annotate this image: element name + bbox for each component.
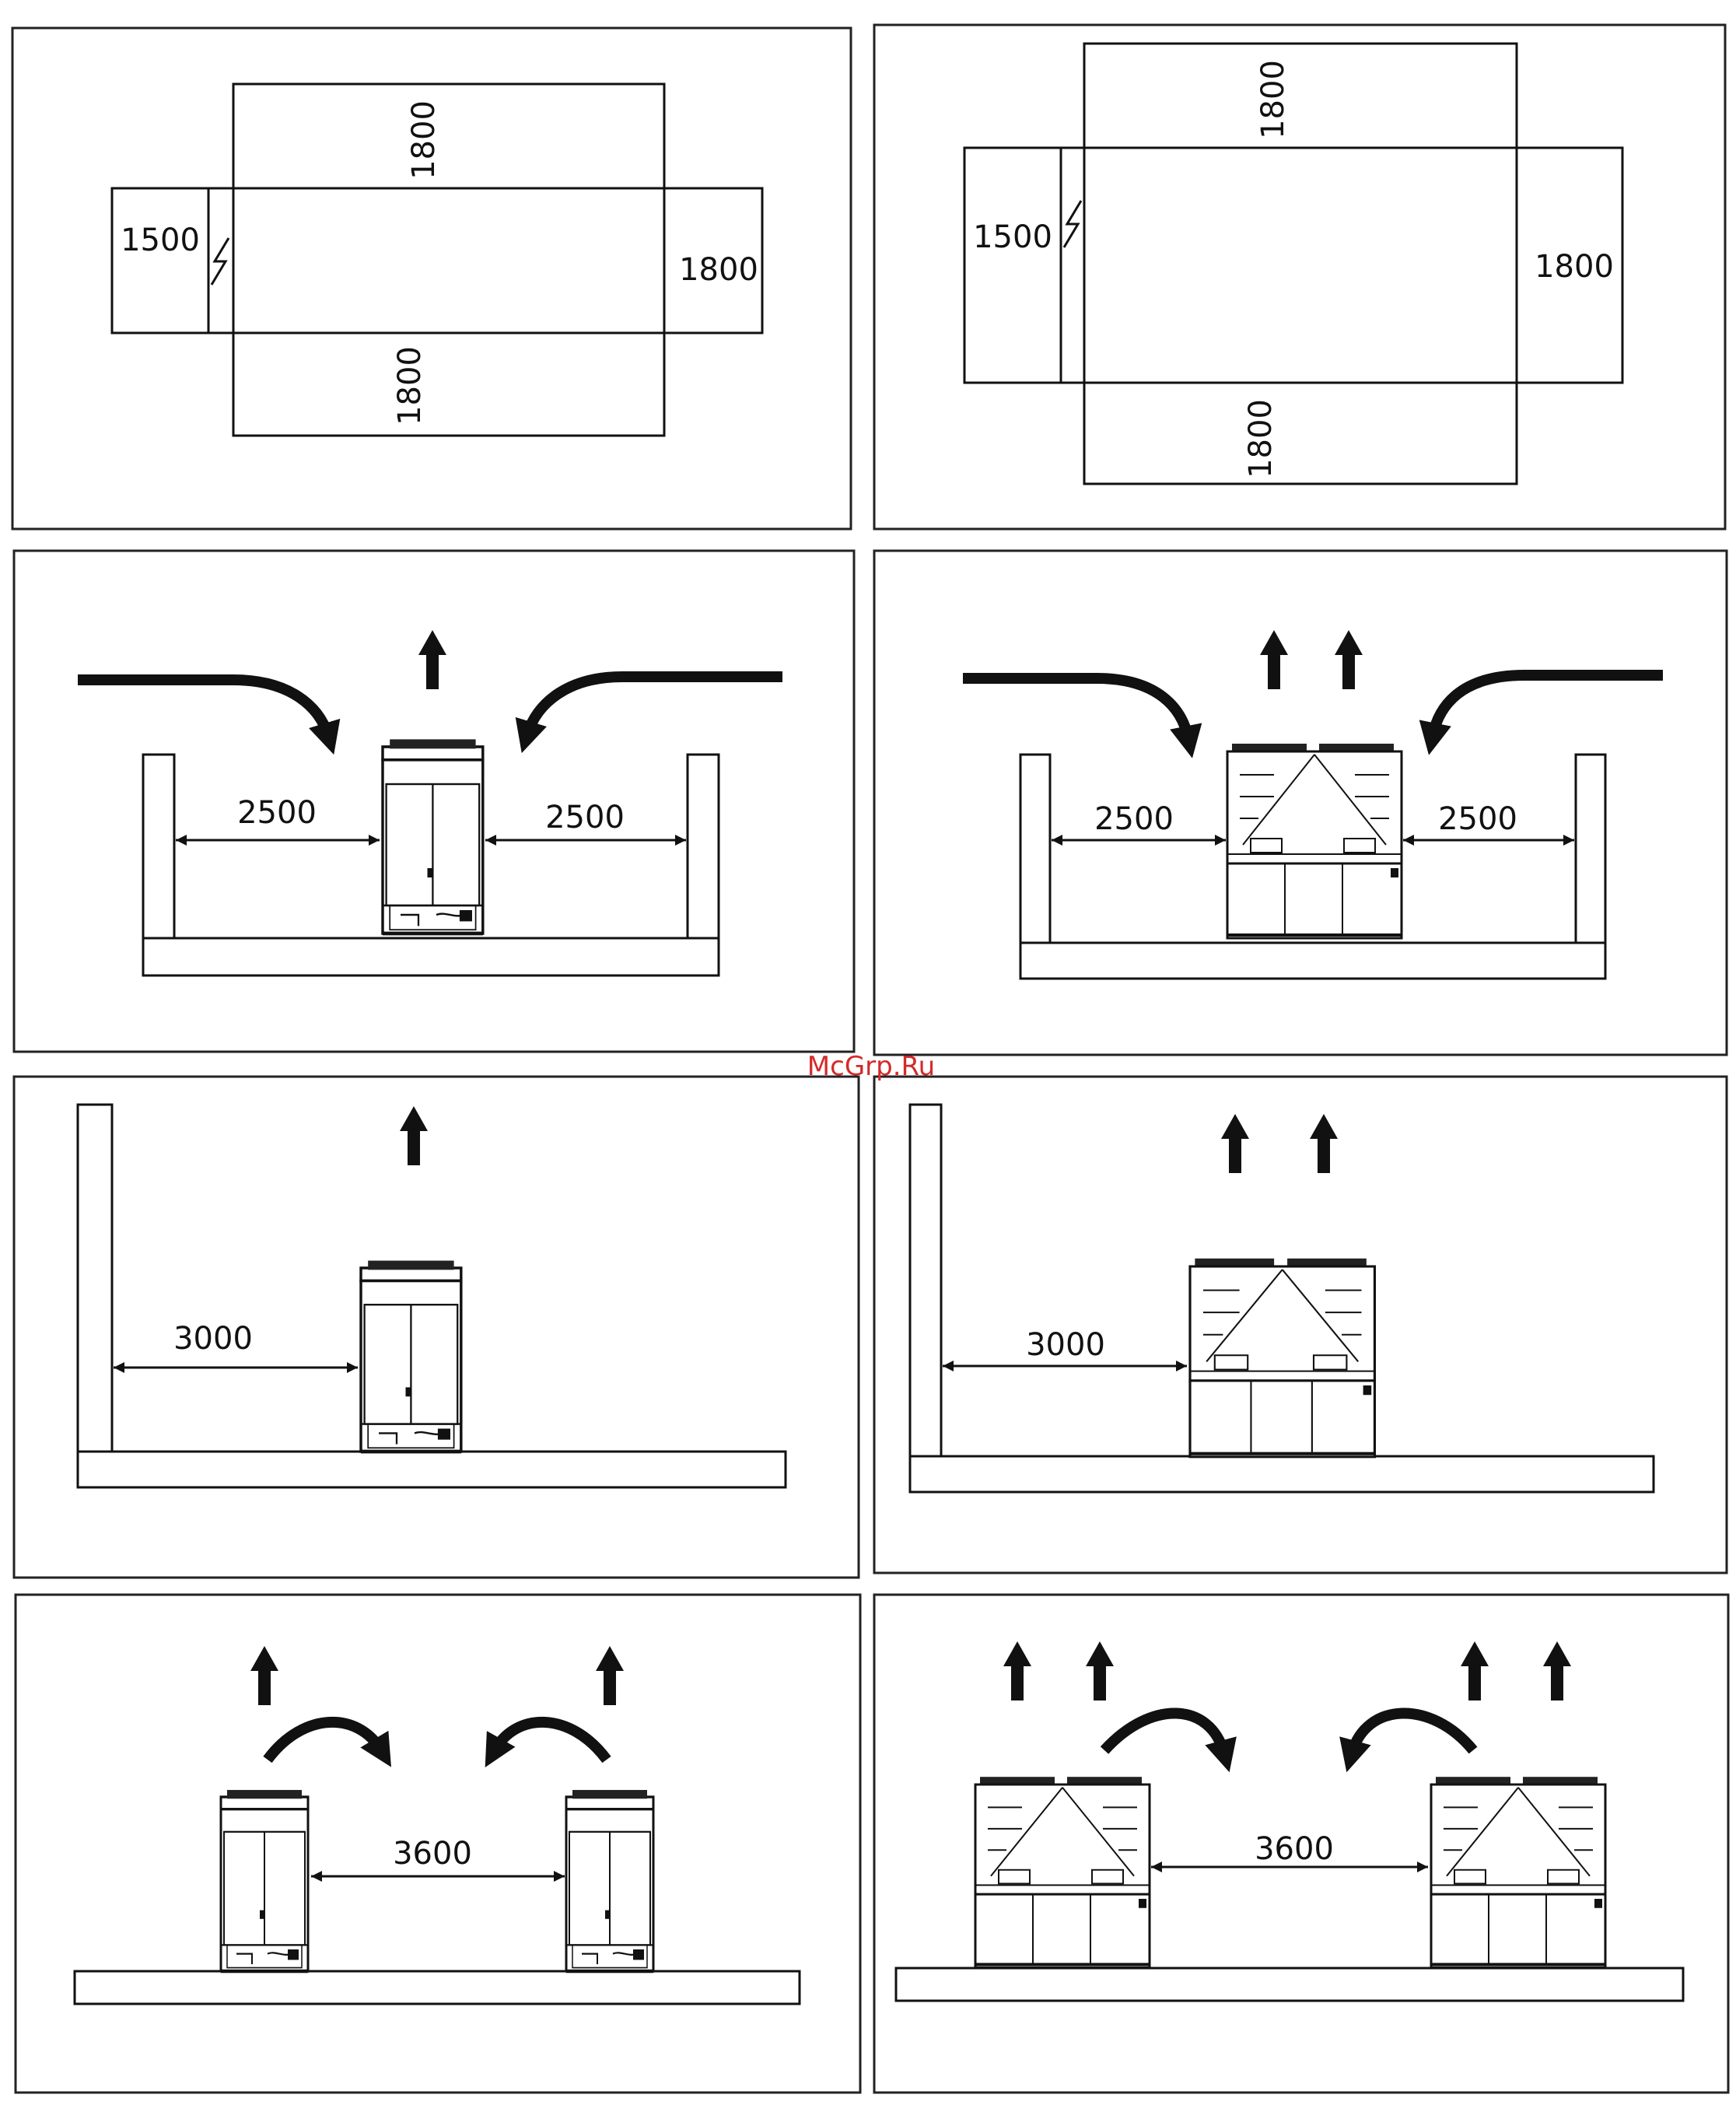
panel-6-wall-twin: 3000	[874, 1077, 1727, 1573]
dim-right: 2500	[1438, 801, 1517, 837]
curved-airflow-arrow-icon	[963, 678, 1188, 739]
watermark-text: McGrp.Ru	[807, 1051, 935, 1082]
airflow-up-arrow-icon	[1543, 1641, 1571, 1700]
dim-left: 2500	[1094, 801, 1174, 837]
dim-between: 3600	[1255, 1831, 1334, 1867]
panel-1-plan-single: 1500 1800 1800 1800	[12, 28, 851, 529]
dim-wall: 3000	[173, 1321, 253, 1357]
curved-airflow-arrow-icon	[495, 1722, 607, 1760]
panel-3-pit-single: 2500 2500	[14, 551, 854, 1052]
dim-left: 1500	[973, 219, 1052, 255]
dim-right: 1800	[1535, 249, 1614, 285]
curved-airflow-arrow-icon	[527, 677, 782, 734]
airflow-up-arrow-icon	[1310, 1114, 1338, 1173]
electrical-symbol-icon	[1064, 201, 1081, 247]
airflow-up-arrow-icon	[418, 630, 446, 689]
airflow-up-arrow-icon	[1461, 1641, 1489, 1700]
curved-airflow-arrow-icon	[1433, 675, 1663, 736]
dim-top: 1800	[406, 100, 442, 180]
dim-right: 2500	[545, 800, 625, 835]
curved-airflow-arrow-icon	[78, 680, 328, 736]
curved-airflow-arrow-icon	[1352, 1713, 1473, 1753]
dim-wall: 3000	[1026, 1327, 1105, 1363]
airflow-up-arrow-icon	[596, 1646, 624, 1705]
curved-airflow-arrow-icon	[1104, 1713, 1224, 1753]
airflow-up-arrow-icon	[250, 1646, 278, 1705]
dim-right: 1800	[679, 252, 758, 288]
electrical-symbol-icon	[212, 238, 229, 285]
panel-5-wall-single: 3000	[14, 1077, 859, 1578]
dim-between: 3600	[393, 1836, 472, 1872]
panel-7-two-single-units: 3600	[16, 1595, 860, 2093]
dim-bottom: 1800	[392, 346, 428, 426]
dim-bottom: 1800	[1243, 399, 1279, 478]
airflow-up-arrow-icon	[1221, 1114, 1249, 1173]
dim-left: 1500	[121, 222, 200, 258]
airflow-up-arrow-icon	[400, 1106, 428, 1165]
airflow-up-arrow-icon	[1003, 1641, 1031, 1700]
panel-4-pit-twin: 2500 2500	[874, 551, 1727, 1055]
panel-2-plan-twin: 1500 1800 1800 1800	[874, 25, 1725, 529]
panel-8-two-twin-units: 3600	[874, 1595, 1728, 2093]
dim-left: 2500	[237, 795, 317, 831]
airflow-up-arrow-icon	[1086, 1641, 1114, 1700]
airflow-up-arrow-icon	[1260, 630, 1288, 689]
curved-airflow-arrow-icon	[268, 1722, 381, 1760]
dim-top: 1800	[1255, 60, 1291, 139]
airflow-up-arrow-icon	[1335, 630, 1363, 689]
